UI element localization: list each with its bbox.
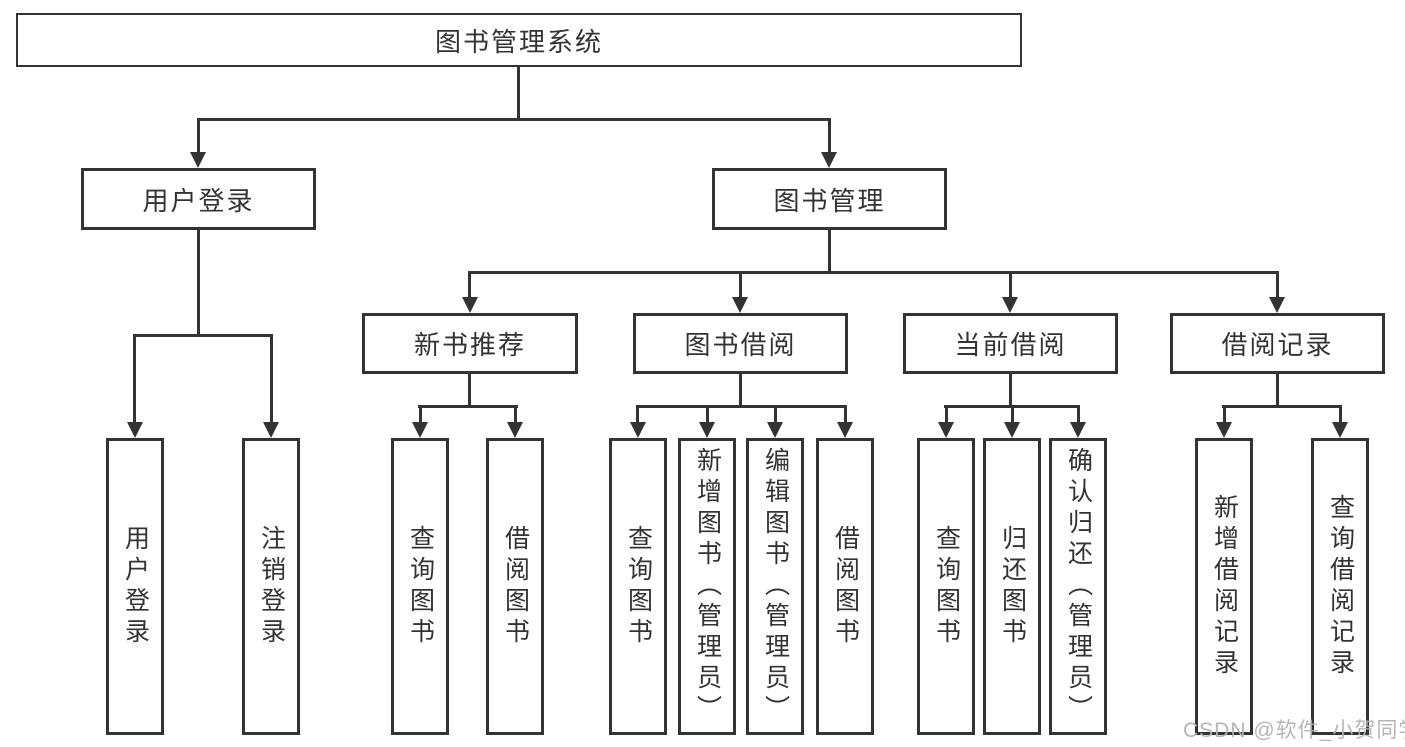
connector-line — [1011, 408, 1014, 422]
leaf-label: 确认归还（管理员） — [1064, 447, 1093, 726]
node-current-borrowing: 当前借阅 — [903, 313, 1118, 374]
connector-line — [1276, 374, 1279, 405]
node-library-management-system: 图书管理系统 — [16, 13, 1022, 67]
leaf-borrow-query-books: 查询图书 — [609, 438, 667, 735]
connector-line — [197, 121, 200, 152]
connector-line — [133, 334, 273, 337]
node-book-borrowing: 图书借阅 — [633, 313, 848, 374]
arrowhead-icon — [1216, 422, 1232, 438]
connector-line — [844, 408, 847, 422]
arrowhead-icon — [1002, 297, 1018, 313]
connector-line — [636, 408, 639, 422]
node-label: 新书推荐 — [413, 330, 526, 360]
leaf-current-confirm-return-admin: 确认归还（管理员） — [1049, 438, 1107, 735]
connector-line — [828, 230, 831, 271]
arrowhead-icon — [263, 422, 279, 438]
connector-line — [1009, 374, 1012, 405]
leaf-records-query-record: 查询借阅记录 — [1311, 438, 1369, 735]
arrowhead-icon — [630, 422, 646, 438]
leaf-newbook-borrow-books: 借阅图书 — [486, 438, 544, 735]
leaf-label: 归还图书 — [998, 524, 1027, 649]
leaf-logout: 注销登录 — [242, 438, 300, 735]
leaf-label: 查询图书 — [932, 524, 961, 649]
node-label: 当前借阅 — [954, 330, 1067, 360]
leaf-label: 借阅图书 — [831, 524, 860, 649]
arrowhead-icon — [1332, 422, 1348, 438]
connector-line — [828, 121, 831, 152]
leaf-label: 查询借阅记录 — [1326, 493, 1355, 680]
connector-line — [1276, 274, 1279, 297]
connector-line — [517, 67, 520, 118]
leaf-borrow-edit-books-admin: 编辑图书（管理员） — [746, 438, 804, 735]
arrowhead-icon — [412, 422, 428, 438]
leaf-label: 编辑图书（管理员） — [761, 447, 790, 726]
leaf-label: 用户登录 — [121, 524, 150, 649]
connector-line — [468, 271, 1279, 274]
connector-line — [197, 230, 200, 335]
connector-line — [774, 408, 777, 422]
arrowhead-icon — [821, 152, 837, 168]
connector-line — [945, 408, 948, 422]
connector-line — [636, 405, 847, 408]
leaf-user-login: 用户登录 — [106, 438, 164, 735]
connector-line — [197, 118, 831, 121]
leaf-label: 注销登录 — [257, 524, 286, 649]
node-borrowing-records: 借阅记录 — [1170, 313, 1385, 374]
connector-line — [944, 405, 1080, 408]
arrowhead-icon — [1004, 422, 1020, 438]
connector-line — [468, 374, 471, 405]
connector-line — [1077, 408, 1080, 422]
connector-line — [1009, 274, 1012, 297]
node-label: 借阅记录 — [1221, 330, 1334, 360]
arrowhead-icon — [507, 422, 523, 438]
arrowhead-icon — [767, 422, 783, 438]
leaf-borrow-add-books-admin: 新增图书（管理员） — [678, 438, 736, 735]
arrowhead-icon — [938, 422, 954, 438]
connector-line — [739, 274, 742, 297]
node-label: 图书管理系统 — [434, 26, 603, 57]
arrowhead-icon — [699, 422, 715, 438]
node-label: 图书借阅 — [684, 330, 797, 360]
leaf-current-query-books: 查询图书 — [917, 438, 975, 735]
leaf-label: 借阅图书 — [501, 524, 530, 649]
leaf-newbook-query-books: 查询图书 — [391, 438, 449, 735]
connector-line — [1339, 408, 1342, 422]
connector-line — [1222, 405, 1342, 408]
node-new-book-recommendation: 新书推荐 — [362, 313, 578, 374]
arrowhead-icon — [1070, 422, 1086, 438]
node-user-login: 用户登录 — [81, 168, 316, 230]
arrowhead-icon — [462, 297, 478, 313]
leaf-records-add-record: 新增借阅记录 — [1195, 438, 1253, 735]
connector-line — [133, 337, 136, 422]
node-label: 图书管理 — [773, 185, 886, 216]
leaf-borrow-borrow-books: 借阅图书 — [816, 438, 874, 735]
leaf-current-return-books: 归还图书 — [983, 438, 1041, 735]
leaf-label: 新增图书（管理员） — [693, 447, 722, 726]
connector-line — [514, 408, 517, 422]
arrowhead-icon — [1269, 297, 1285, 313]
connector-line — [706, 408, 709, 422]
leaf-label: 查询图书 — [406, 524, 435, 649]
arrowhead-icon — [127, 422, 143, 438]
node-label: 用户登录 — [142, 185, 255, 216]
arrowhead-icon — [190, 152, 206, 168]
connector-line — [418, 405, 518, 408]
arrowhead-icon — [732, 297, 748, 313]
connector-line — [1223, 408, 1226, 422]
leaf-label: 查询图书 — [624, 524, 653, 649]
connector-line — [468, 274, 471, 297]
connector-line — [270, 337, 273, 422]
connector-line — [739, 374, 742, 405]
leaf-label: 新增借阅记录 — [1210, 493, 1239, 680]
node-book-management: 图书管理 — [712, 168, 947, 230]
arrowhead-icon — [837, 422, 853, 438]
csdn-watermark: CSDN @软件_小贺同学 — [1183, 719, 1405, 742]
connector-line — [419, 408, 422, 422]
